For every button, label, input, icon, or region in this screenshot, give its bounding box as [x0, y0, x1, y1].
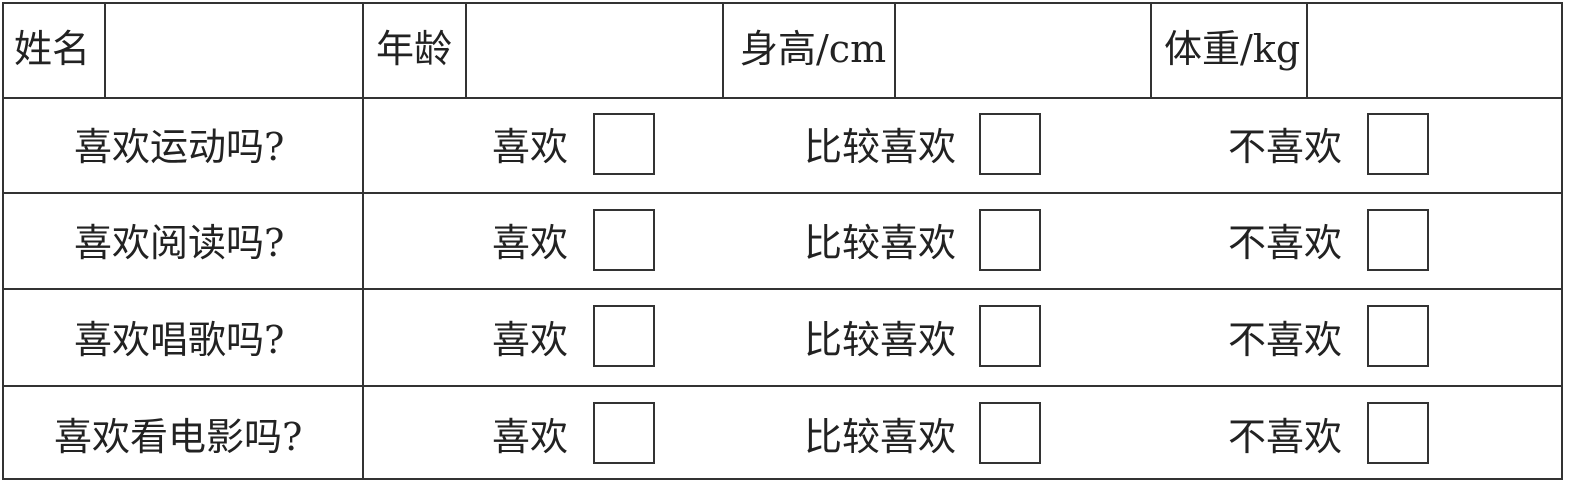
dislike-checkbox[interactable] [1367, 209, 1429, 271]
name-field[interactable] [106, 4, 362, 96]
weight-label: 体重/kg [1164, 27, 1301, 71]
option-dislike-label: 不喜欢 [1228, 125, 1343, 169]
like-checkbox[interactable] [593, 209, 655, 271]
col-divider [104, 2, 106, 98]
option-somewhat-like-label: 比较喜欢 [804, 125, 957, 169]
option-dislike-label: 不喜欢 [1228, 221, 1343, 265]
height-field[interactable] [896, 4, 1150, 96]
question-text: 喜欢唱歌吗? [74, 318, 285, 362]
row-divider [2, 288, 1563, 290]
col-divider [362, 2, 364, 98]
option-like-label: 喜欢 [492, 221, 569, 265]
like-checkbox[interactable] [593, 113, 655, 175]
name-label: 姓名 [14, 27, 91, 71]
row-divider [2, 192, 1563, 194]
somewhat-like-checkbox[interactable] [979, 209, 1041, 271]
dislike-checkbox[interactable] [1367, 305, 1429, 367]
col-divider [465, 2, 467, 98]
option-somewhat-like-label: 比较喜欢 [804, 318, 957, 362]
option-somewhat-like-label: 比较喜欢 [804, 221, 957, 265]
option-like-label: 喜欢 [492, 318, 569, 362]
option-like-label: 喜欢 [492, 125, 569, 169]
dislike-checkbox[interactable] [1367, 402, 1429, 464]
row-divider [2, 97, 1563, 99]
somewhat-like-checkbox[interactable] [979, 402, 1041, 464]
question-text: 喜欢阅读吗? [74, 221, 285, 265]
like-checkbox[interactable] [593, 305, 655, 367]
weight-field[interactable] [1308, 4, 1562, 96]
col-divider [362, 97, 364, 480]
col-divider [1306, 2, 1308, 98]
age-field[interactable] [467, 4, 722, 96]
dislike-checkbox[interactable] [1367, 113, 1429, 175]
somewhat-like-checkbox[interactable] [979, 113, 1041, 175]
col-divider [722, 2, 724, 98]
option-like-label: 喜欢 [492, 415, 569, 459]
col-divider [894, 2, 896, 98]
table-border [2, 2, 1563, 480]
option-somewhat-like-label: 比较喜欢 [804, 415, 957, 459]
like-checkbox[interactable] [593, 402, 655, 464]
height-label: 身高/cm [740, 27, 887, 71]
col-divider [1150, 2, 1152, 98]
row-divider [2, 385, 1563, 387]
question-text: 喜欢运动吗? [74, 125, 285, 169]
option-dislike-label: 不喜欢 [1228, 318, 1343, 362]
somewhat-like-checkbox[interactable] [979, 305, 1041, 367]
age-label: 年龄 [376, 27, 453, 71]
question-text: 喜欢看电影吗? [54, 415, 303, 459]
option-dislike-label: 不喜欢 [1228, 415, 1343, 459]
